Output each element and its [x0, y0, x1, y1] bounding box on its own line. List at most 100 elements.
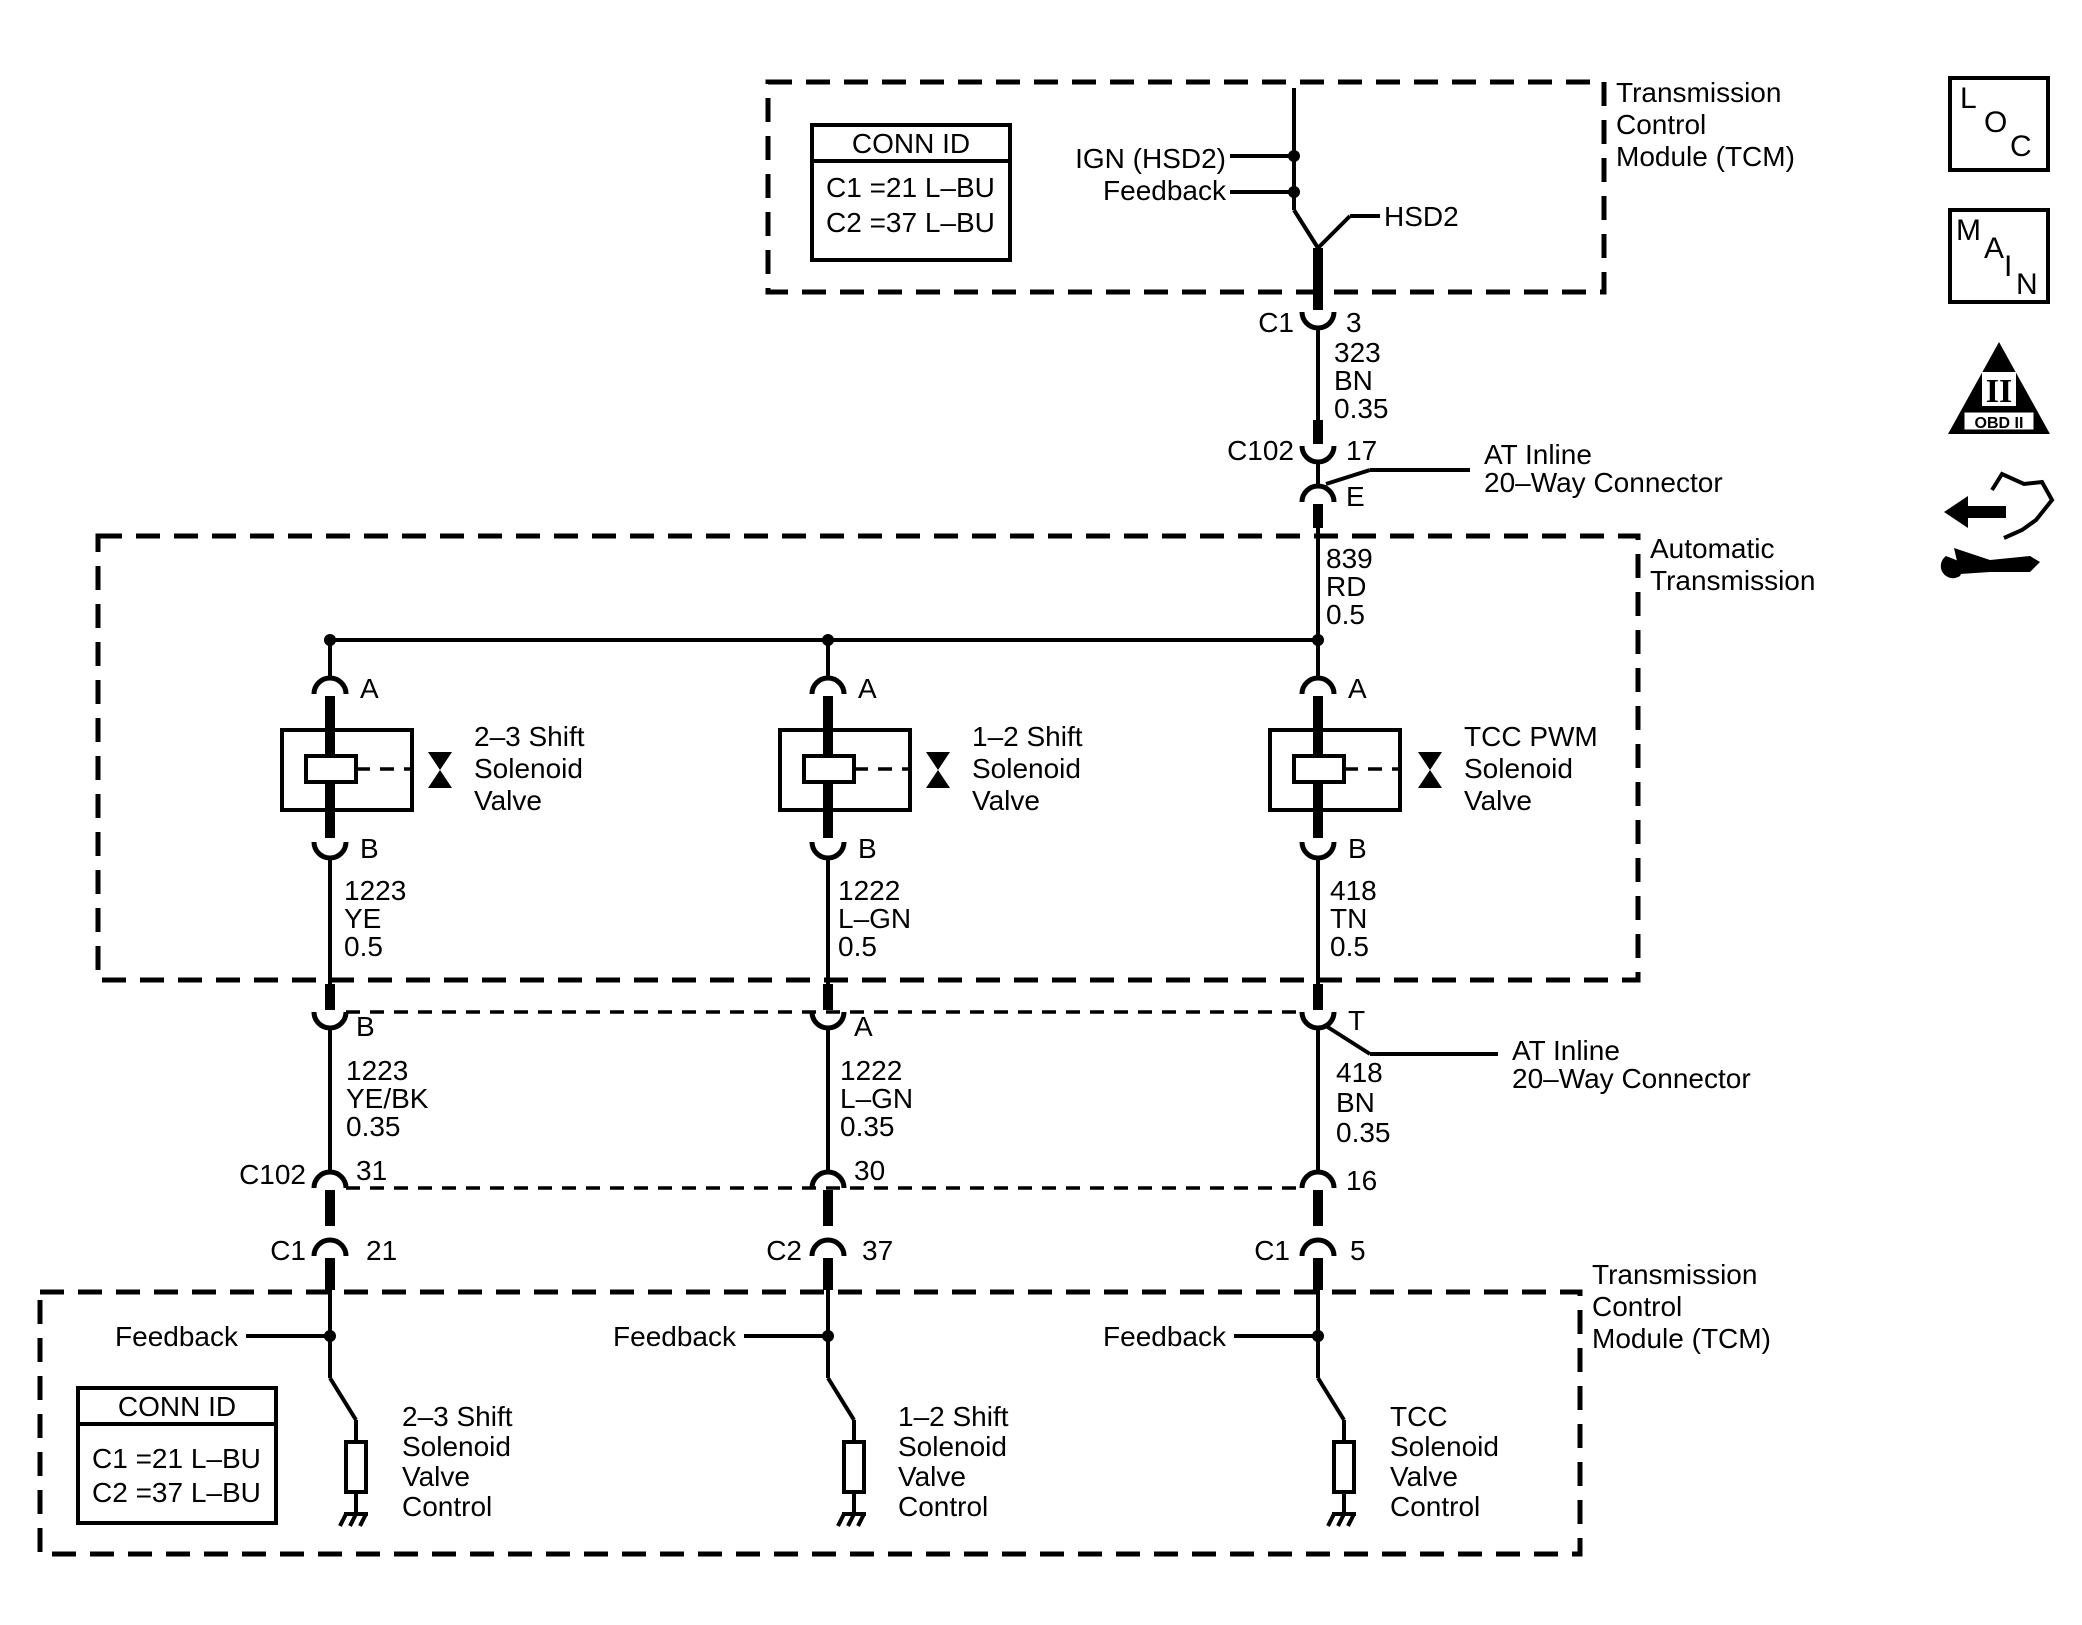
- sol1-pin-a: A: [858, 673, 877, 704]
- sol1-name-1: 1–2 Shift: [972, 721, 1083, 752]
- obd-ii-icon[interactable]: II OBD II: [1948, 342, 2050, 434]
- sol0-pin-b: B: [360, 833, 379, 864]
- tcm-output-tcc: Feedback TCC Solenoid Valve Control: [1103, 1258, 1499, 1527]
- sol2-circuit2-gauge: 0.35: [1336, 1117, 1391, 1148]
- loc-letter-l: L: [1960, 82, 1977, 115]
- circuit-323-number: 323: [1334, 337, 1381, 368]
- sol1-circuit2-color: L–GN: [840, 1083, 913, 1114]
- solenoid-tcc-pwm: A TCC PWM Solenoid Valve B 418 TN 0.5: [1268, 640, 1598, 984]
- solenoid-1-2-shift: A 1–2 Shift Solenoid Valve B 1222 L–GN 0…: [778, 640, 1083, 984]
- sol2-name-1: TCC PWM: [1464, 721, 1598, 752]
- sol0-conn-label: C1: [270, 1235, 306, 1266]
- top-c1-label: C1: [1258, 307, 1294, 338]
- tcm-top-boundary: [765, 79, 1607, 295]
- sol0-conn-pin: 21: [366, 1235, 397, 1266]
- service-hand-icon[interactable]: [1940, 471, 2055, 579]
- sol0-name-1: 2–3 Shift: [474, 721, 585, 752]
- top-e-pin: E: [1346, 481, 1365, 512]
- output-switch: [826, 1376, 856, 1422]
- out0-label-1: 2–3 Shift: [402, 1401, 513, 1432]
- sol0-name-2: Solenoid: [474, 753, 583, 784]
- conn-id-header: CONN ID: [852, 128, 970, 159]
- automatic-transmission-box: Automatic Transmission: [95, 533, 1815, 983]
- sol1-pin-b: B: [858, 833, 877, 864]
- out1-label-3: Valve: [898, 1461, 966, 1492]
- sol0-circuit-gauge: 0.5: [344, 931, 383, 962]
- top-feed-wire: C1 3 323 BN 0.35 C102 17 E AT Inline 20–…: [1227, 307, 1723, 640]
- out1-label-1: 1–2 Shift: [898, 1401, 1009, 1432]
- ign-hsd2-label: IGN (HSD2): [1075, 143, 1226, 174]
- obd-numeral: II: [1986, 373, 2012, 410]
- at-boundary: [95, 533, 1641, 983]
- main-letter-i: I: [2004, 250, 2012, 283]
- out0-label-4: Control: [402, 1491, 492, 1522]
- circuit-839-gauge: 0.5: [1326, 599, 1365, 630]
- sol2-pin-a: A: [1348, 673, 1367, 704]
- mid-inline-label-1: AT Inline: [1512, 1035, 1620, 1066]
- output-switch: [328, 1376, 358, 1422]
- tcm-output-2-3-shift: Feedback 2–3 Shift Solenoid Valve Contro…: [115, 1258, 513, 1527]
- loc-letter-c: C: [2010, 130, 2032, 163]
- main-icon[interactable]: M A I N: [1948, 208, 2050, 304]
- sol0-name-3: Valve: [474, 785, 542, 816]
- sol1-circuit-number: 1222: [838, 875, 900, 906]
- at-title-2: Transmission: [1650, 565, 1815, 596]
- obd-label: OBD II: [1975, 415, 2024, 432]
- mid-inline-label-2: 20–Way Connector: [1512, 1063, 1751, 1094]
- sol2-conn-label: C1: [1254, 1235, 1290, 1266]
- loc-icon[interactable]: L O C: [1948, 76, 2050, 172]
- conn-id-header: CONN ID: [118, 1391, 236, 1422]
- top-inline-label-2: 20–Way Connector: [1484, 467, 1723, 498]
- sol1-name-3: Valve: [972, 785, 1040, 816]
- out0-feedback-label: Feedback: [115, 1321, 239, 1352]
- solenoid-valve-icon: [926, 752, 950, 788]
- top-c102-label: C102: [1227, 435, 1294, 466]
- sol1-circuit2-number: 1222: [840, 1055, 902, 1086]
- sol2-circuit-gauge: 0.5: [1330, 931, 1369, 962]
- sol0-circuit-number: 1223: [344, 875, 406, 906]
- sol0-circuit2-gauge: 0.35: [346, 1111, 401, 1142]
- solenoid-valve-icon: [1418, 752, 1442, 788]
- solenoid-2-3-shift: A 2–3 Shift Solenoid Valve B 1223 YE 0.5: [280, 640, 585, 984]
- out2-label-1: TCC: [1390, 1401, 1448, 1432]
- tcm-top-title-3: Module (TCM): [1616, 141, 1795, 172]
- circuit-839-color: RD: [1326, 571, 1366, 602]
- out2-feedback-label: Feedback: [1103, 1321, 1227, 1352]
- hsd2-switch: [1292, 208, 1320, 250]
- top-c102-pin: 17: [1346, 435, 1377, 466]
- out2-label-4: Control: [1390, 1491, 1480, 1522]
- at-title-1: Automatic: [1650, 533, 1775, 564]
- sol1-circuit2-gauge: 0.35: [840, 1111, 895, 1142]
- top-c1-pin: 3: [1346, 307, 1362, 338]
- out1-label-2: Solenoid: [898, 1431, 1007, 1462]
- out1-feedback-label: Feedback: [613, 1321, 737, 1352]
- sol2-c102-pin: 16: [1346, 1165, 1377, 1196]
- sol2-name-2: Solenoid: [1464, 753, 1573, 784]
- sol2-name-3: Valve: [1464, 785, 1532, 816]
- tcm-bottom-conn-id-table: CONN ID C1 =21 L–BU C2 =37 L–BU: [76, 1386, 278, 1525]
- circuit-839-number: 839: [1326, 543, 1373, 574]
- tcm-bottom-title-3: Module (TCM): [1592, 1323, 1771, 1354]
- loc-letter-o: O: [1984, 106, 2007, 139]
- out0-label-3: Valve: [402, 1461, 470, 1492]
- sol2-inline-pin: T: [1348, 1005, 1365, 1036]
- tcm-bottom-title-2: Control: [1592, 1291, 1682, 1322]
- out2-label-2: Solenoid: [1390, 1431, 1499, 1462]
- tcm-bottom-boundary: [37, 1289, 1583, 1557]
- at-inline-connector-middle: B 1223 YE/BK 0.35 C102 31 C1 21 A 1222 L…: [239, 984, 1751, 1266]
- solenoid-valve-icon: [428, 752, 452, 788]
- sol0-pin-a: A: [360, 673, 379, 704]
- conn-id-row-c2: C2 =37 L–BU: [826, 207, 995, 238]
- sol1-inline-pin: A: [854, 1011, 873, 1042]
- sol1-circuit-color: L–GN: [838, 903, 911, 934]
- circuit-323-gauge: 0.35: [1334, 393, 1389, 424]
- sol0-c102-pin: 31: [356, 1155, 387, 1186]
- sol1-conn-label: C2: [766, 1235, 802, 1266]
- hsd2-label: HSD2: [1384, 201, 1459, 232]
- top-inline-label-1: AT Inline: [1484, 439, 1592, 470]
- sol2-conn-pin: 5: [1350, 1235, 1366, 1266]
- sol2-circuit-number: 418: [1330, 875, 1377, 906]
- tcm-top-title-1: Transmission: [1616, 77, 1781, 108]
- sol0-inline-pin: B: [356, 1011, 375, 1042]
